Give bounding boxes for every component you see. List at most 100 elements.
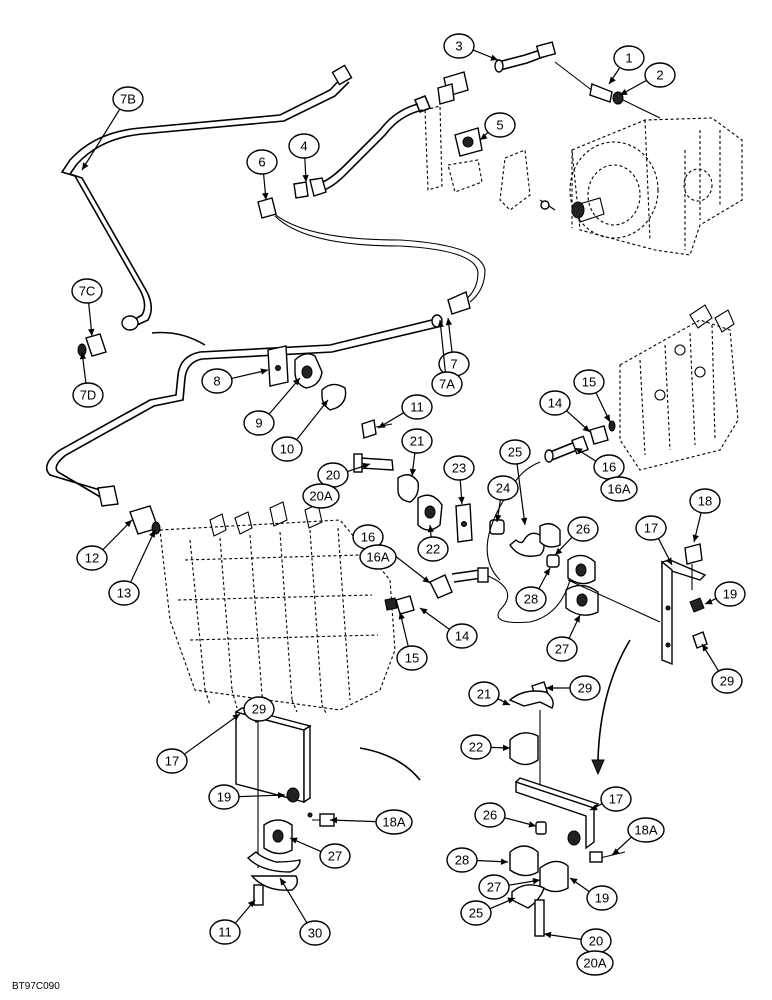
callout-label: 18 bbox=[698, 494, 712, 509]
callout-circle bbox=[417, 536, 449, 562]
callout-arrowhead bbox=[520, 517, 528, 525]
callout-arrowhead bbox=[422, 576, 430, 583]
callout-30: 30 bbox=[279, 877, 331, 946]
callout-label: 15 bbox=[405, 651, 419, 666]
callout-circle bbox=[567, 516, 599, 542]
callout-arrowhead bbox=[609, 76, 616, 84]
callout-label: 14 bbox=[455, 629, 469, 644]
callout-arrowhead bbox=[290, 837, 298, 844]
callout-leader bbox=[183, 713, 241, 755]
callout-arrowhead bbox=[573, 615, 580, 623]
callout-circle bbox=[635, 515, 667, 541]
alignment-line bbox=[567, 579, 661, 623]
callout-arrowhead bbox=[378, 421, 386, 428]
callout-label: 30 bbox=[308, 926, 322, 941]
clamp-group-upper bbox=[267, 345, 393, 439]
callout-circle bbox=[443, 455, 475, 481]
callout-arrowhead bbox=[458, 496, 465, 504]
callout-arrowhead bbox=[362, 462, 370, 470]
callout-label: 12 bbox=[85, 551, 99, 566]
callout-arrowhead bbox=[495, 514, 502, 522]
clamp-group-middle bbox=[353, 453, 599, 616]
fittings-14-16-center bbox=[395, 567, 571, 624]
callout-circle bbox=[644, 62, 676, 88]
callout-label: 25 bbox=[469, 906, 483, 921]
callout-circle bbox=[359, 544, 397, 570]
callout-circle bbox=[271, 436, 303, 462]
callout-label: 21 bbox=[477, 687, 491, 702]
callout-arrowhead bbox=[277, 792, 285, 799]
callout-arrowhead bbox=[612, 848, 620, 855]
callout-circle bbox=[246, 149, 278, 175]
callout-27: 27 bbox=[289, 837, 351, 869]
callout-28: 28 bbox=[515, 567, 551, 612]
callout-10: 10 bbox=[271, 399, 329, 462]
callout-arrowhead bbox=[302, 174, 309, 182]
callout-label: 21 bbox=[410, 434, 424, 449]
callout-6: 6 bbox=[246, 149, 278, 201]
tube-7b bbox=[60, 64, 353, 331]
callout-arrowhead bbox=[79, 352, 87, 360]
callout-18a: 18A bbox=[329, 809, 413, 835]
callout-arrowhead bbox=[82, 162, 89, 170]
callout-arrowhead bbox=[665, 557, 672, 565]
callout-circle bbox=[431, 371, 463, 397]
callout-circle bbox=[515, 586, 547, 612]
callout-19: 19 bbox=[704, 581, 746, 607]
callout-12: 12 bbox=[76, 519, 133, 571]
callout-arrowhead bbox=[575, 448, 583, 455]
callout-label: 10 bbox=[280, 442, 294, 457]
callout-arrowhead bbox=[546, 684, 553, 692]
callout-circle bbox=[243, 696, 275, 722]
callout-11: 11 bbox=[377, 394, 433, 429]
callout-20: 20 bbox=[317, 462, 371, 488]
callout-22: 22 bbox=[417, 524, 449, 562]
callout-circle bbox=[112, 86, 144, 112]
callout-4: 4 bbox=[288, 133, 320, 183]
callout-circle bbox=[446, 623, 478, 649]
callout-circle bbox=[396, 645, 428, 671]
callout-label: 19 bbox=[217, 790, 231, 805]
callout-2: 2 bbox=[619, 62, 676, 96]
fitting-12-13 bbox=[129, 505, 161, 535]
callout-7b: 7B bbox=[81, 86, 144, 171]
callout-arrowhead bbox=[247, 900, 255, 908]
bracket-17-upper bbox=[661, 543, 708, 666]
callouts-layer: 1234567B7C7D77A89101115141616A21252020A2… bbox=[71, 33, 746, 976]
callout-circle bbox=[460, 900, 492, 926]
callout-21: 21 bbox=[468, 681, 511, 707]
callout-circle bbox=[401, 394, 433, 420]
callout-arrowhead bbox=[149, 530, 155, 538]
callout-label: 16 bbox=[602, 460, 616, 475]
callout-19: 19 bbox=[208, 784, 286, 810]
callout-20a: 20A bbox=[576, 950, 614, 976]
callout-7c: 7C bbox=[71, 278, 103, 337]
callout-label: 19 bbox=[595, 891, 609, 906]
callout-arrowhead bbox=[260, 368, 268, 375]
callout-arrowhead bbox=[409, 468, 417, 476]
callout-label: 24 bbox=[496, 481, 510, 496]
callout-arrowhead bbox=[570, 878, 578, 885]
callout-label: 14 bbox=[548, 396, 562, 411]
callout-17: 17 bbox=[589, 786, 632, 812]
callout-11: 11 bbox=[209, 899, 256, 945]
callout-arrowhead bbox=[420, 608, 428, 615]
callout-circle bbox=[468, 681, 500, 707]
mounting-bracket-5 bbox=[424, 105, 556, 211]
callout-leader bbox=[329, 819, 377, 823]
callout-7a: 7A bbox=[431, 319, 463, 397]
callout-16a: 16A bbox=[359, 544, 397, 570]
callout-label: 3 bbox=[455, 39, 462, 54]
callout-circle bbox=[76, 545, 108, 571]
callout-9: 9 bbox=[243, 377, 301, 436]
callout-label: 8 bbox=[213, 374, 220, 389]
callout-circle bbox=[484, 112, 516, 138]
callout-arrowhead bbox=[500, 858, 508, 865]
pump-tube-assembly bbox=[494, 41, 661, 119]
callout-label: 27 bbox=[555, 642, 569, 657]
callout-26: 26 bbox=[474, 802, 537, 828]
callout-arrowhead bbox=[480, 133, 488, 140]
callout-arrowhead bbox=[490, 54, 498, 61]
callout-circle bbox=[573, 369, 605, 395]
